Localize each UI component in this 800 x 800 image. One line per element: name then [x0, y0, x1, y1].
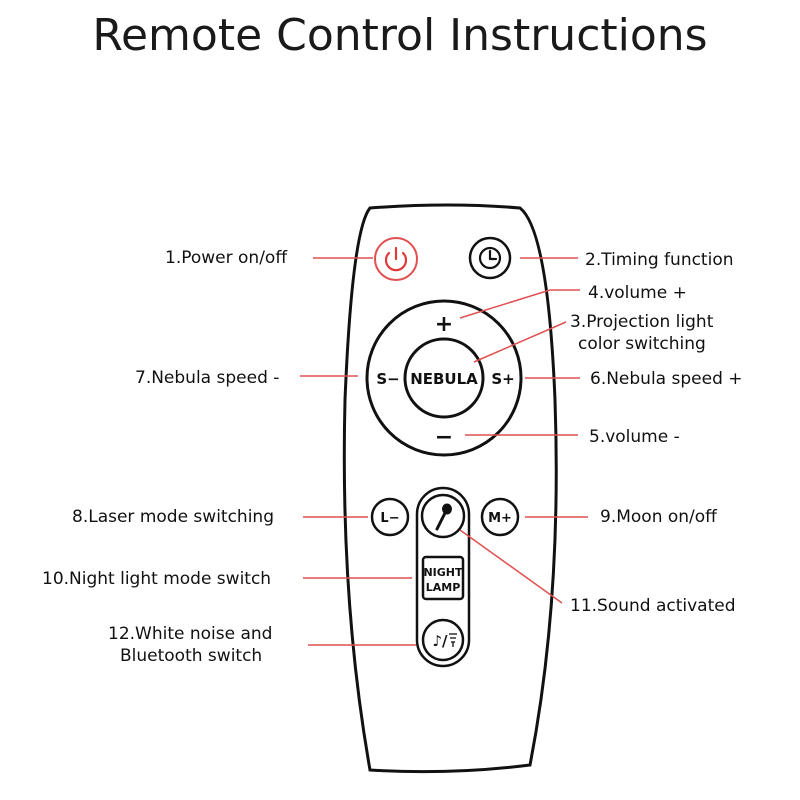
white-noise-button[interactable] [421, 618, 465, 662]
svg-text:♪/: ♪/ [432, 632, 448, 650]
moon-label: M+ [488, 511, 512, 526]
laser-button[interactable] [370, 497, 410, 537]
page-title: Remote Control Instructions [92, 10, 708, 61]
laser-label: L− [380, 511, 399, 526]
callout-laser: 8.Laser mode switching [72, 507, 274, 527]
microphone-icon [435, 503, 452, 531]
callout-night-light: 10.Night light mode switch [42, 569, 272, 589]
music-bluetooth-icon: ♪/ [432, 632, 457, 650]
leader-sound [459, 529, 563, 604]
clock-icon [478, 246, 502, 270]
callout-volume-down: 5.volume - [589, 427, 680, 447]
callout-volume-up: 4.volume + [588, 283, 687, 303]
nebula-label: NEBULA [410, 370, 478, 388]
night-lamp-line1: NIGHT [423, 566, 463, 579]
volume-down-button[interactable]: − [435, 425, 453, 450]
night-lamp-button[interactable] [421, 555, 465, 601]
volume-up-button[interactable]: + [435, 312, 453, 337]
nebula-speed-up-button[interactable]: S+ [491, 370, 514, 388]
callout-power: 1.Power on/off [165, 248, 288, 268]
nebula-speed-down-button[interactable]: S− [376, 370, 399, 388]
power-icon [384, 246, 408, 272]
moon-button[interactable] [480, 497, 520, 537]
sound-button[interactable] [420, 493, 466, 539]
power-button[interactable] [374, 237, 418, 281]
callout-moon: 9.Moon on/off [600, 507, 717, 527]
callout-projection-1: 3.Projection light [570, 312, 714, 332]
callout-nebula-speed-down: 7.Nebula speed - [135, 368, 280, 388]
callout-nebula-speed-up: 6.Nebula speed + [590, 369, 743, 389]
callout-white-noise-1: 12.White noise and [108, 624, 273, 644]
leader-lines [300, 257, 588, 646]
callout-projection-2: color switching [578, 334, 706, 354]
callout-white-noise-2: Bluetooth switch [120, 646, 263, 666]
callout-sound: 11.Sound activated [570, 596, 736, 616]
nebula-button[interactable] [403, 337, 485, 419]
night-lamp-line2: LAMP [426, 581, 461, 594]
leader-volume-up [459, 289, 551, 319]
timing-button[interactable] [468, 236, 512, 280]
callout-timing: 2.Timing function [585, 250, 734, 270]
leader-projection [473, 321, 567, 363]
